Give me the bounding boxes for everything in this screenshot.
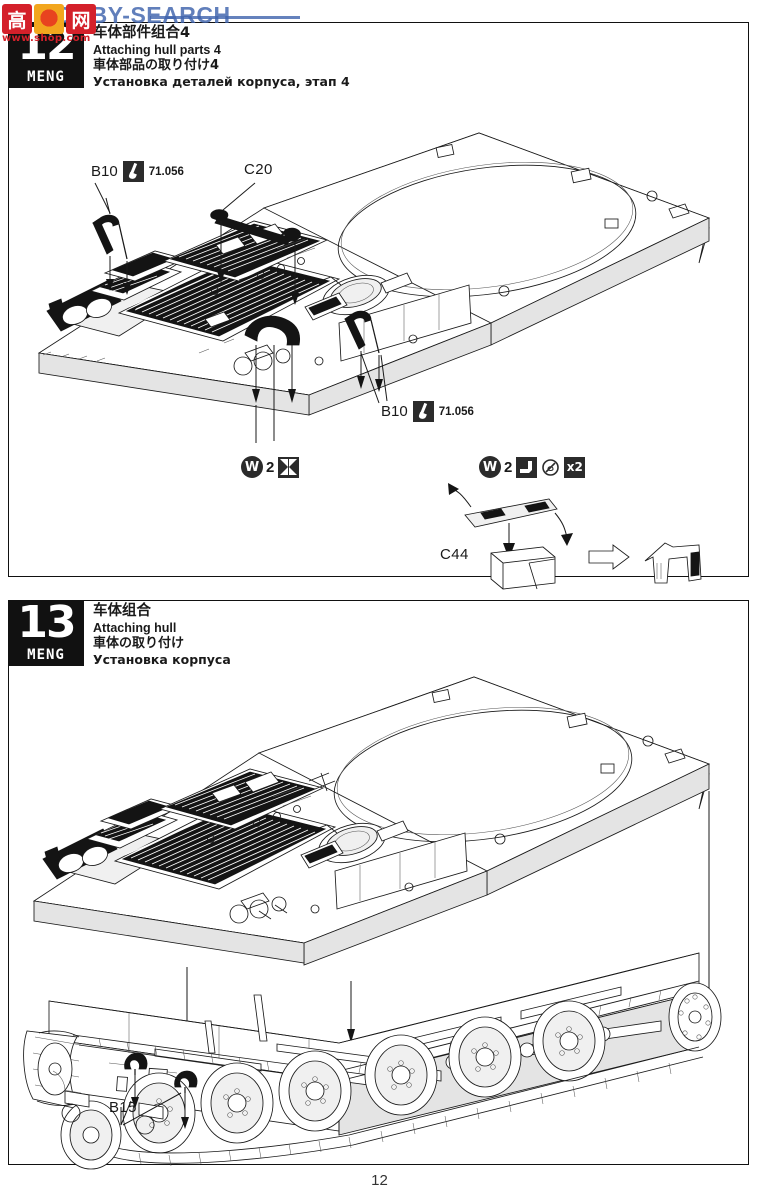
label-c44: C44 bbox=[440, 546, 469, 563]
step-13-illustration bbox=[23, 676, 722, 1170]
symbols-left: W 2 bbox=[241, 456, 300, 478]
cut-part-icon bbox=[278, 456, 300, 478]
symbol-count-right: 2 bbox=[504, 458, 513, 476]
step-13-panel: 13 MENG 车体组合 Attaching hull 車体の取り付け Уста… bbox=[8, 597, 749, 1170]
symbol-count-left: 2 bbox=[266, 458, 275, 476]
step-13-titles: 车体组合 Attaching hull 車体の取り付け Установка ко… bbox=[93, 603, 231, 667]
watermark-rule bbox=[150, 16, 300, 19]
part-name-b10-right: B10 bbox=[381, 403, 408, 420]
step-12-panel: 12 MENG 车体部件组合4 Attaching hull parts 4 車… bbox=[8, 19, 749, 590]
circled-w-icon: W bbox=[241, 456, 263, 478]
paint-code-left: 71.056 bbox=[148, 165, 184, 178]
step-12-title-en: Attaching hull parts 4 bbox=[93, 42, 221, 57]
paint-brush-icon bbox=[122, 161, 144, 182]
step-12-illustration bbox=[37, 132, 711, 590]
step-13-title-ru: Установка корпуса bbox=[93, 651, 231, 667]
step-13-title-cn: 车体组合 bbox=[93, 603, 151, 619]
paint-code-right: 71.056 bbox=[438, 405, 474, 418]
step-12-titles: 车体部件组合4 Attaching hull parts 4 車体部品の取り付け… bbox=[93, 25, 350, 89]
no-glue-icon bbox=[540, 456, 562, 478]
part-name-b10-left: B10 bbox=[91, 163, 118, 180]
label-b10-right: B10 71.056 bbox=[381, 401, 474, 422]
meng-logo: MENG bbox=[27, 647, 65, 663]
symbols-right: W 2 x2 bbox=[479, 456, 586, 478]
step-12-title-ru: Установка деталей корпуса, этап 4 bbox=[93, 73, 350, 89]
bend-part-icon bbox=[516, 456, 538, 478]
quantity-icon: x2 bbox=[564, 456, 586, 478]
step-12-badge: 12 MENG bbox=[8, 19, 84, 88]
step-13-title-jp: 車体の取り付け bbox=[93, 635, 185, 651]
step-13-title-en: Attaching hull bbox=[93, 620, 177, 635]
paint-brush-icon bbox=[412, 401, 434, 422]
step-12-title-cn: 车体部件组合4 bbox=[93, 25, 191, 41]
step-13-number: 13 bbox=[17, 597, 76, 648]
step-12-number: 12 bbox=[17, 19, 76, 70]
label-c20: C20 bbox=[244, 161, 273, 178]
label-b10-left: B10 71.056 bbox=[91, 161, 184, 182]
step-13-badge: 13 MENG bbox=[8, 597, 84, 666]
page-number: 12 bbox=[371, 1172, 388, 1189]
label-b15: B15 bbox=[109, 1099, 137, 1116]
step-12-title-jp: 車体部品の取り付け4 bbox=[93, 57, 220, 73]
meng-logo: MENG bbox=[27, 69, 65, 85]
circled-w-icon: W bbox=[479, 456, 501, 478]
